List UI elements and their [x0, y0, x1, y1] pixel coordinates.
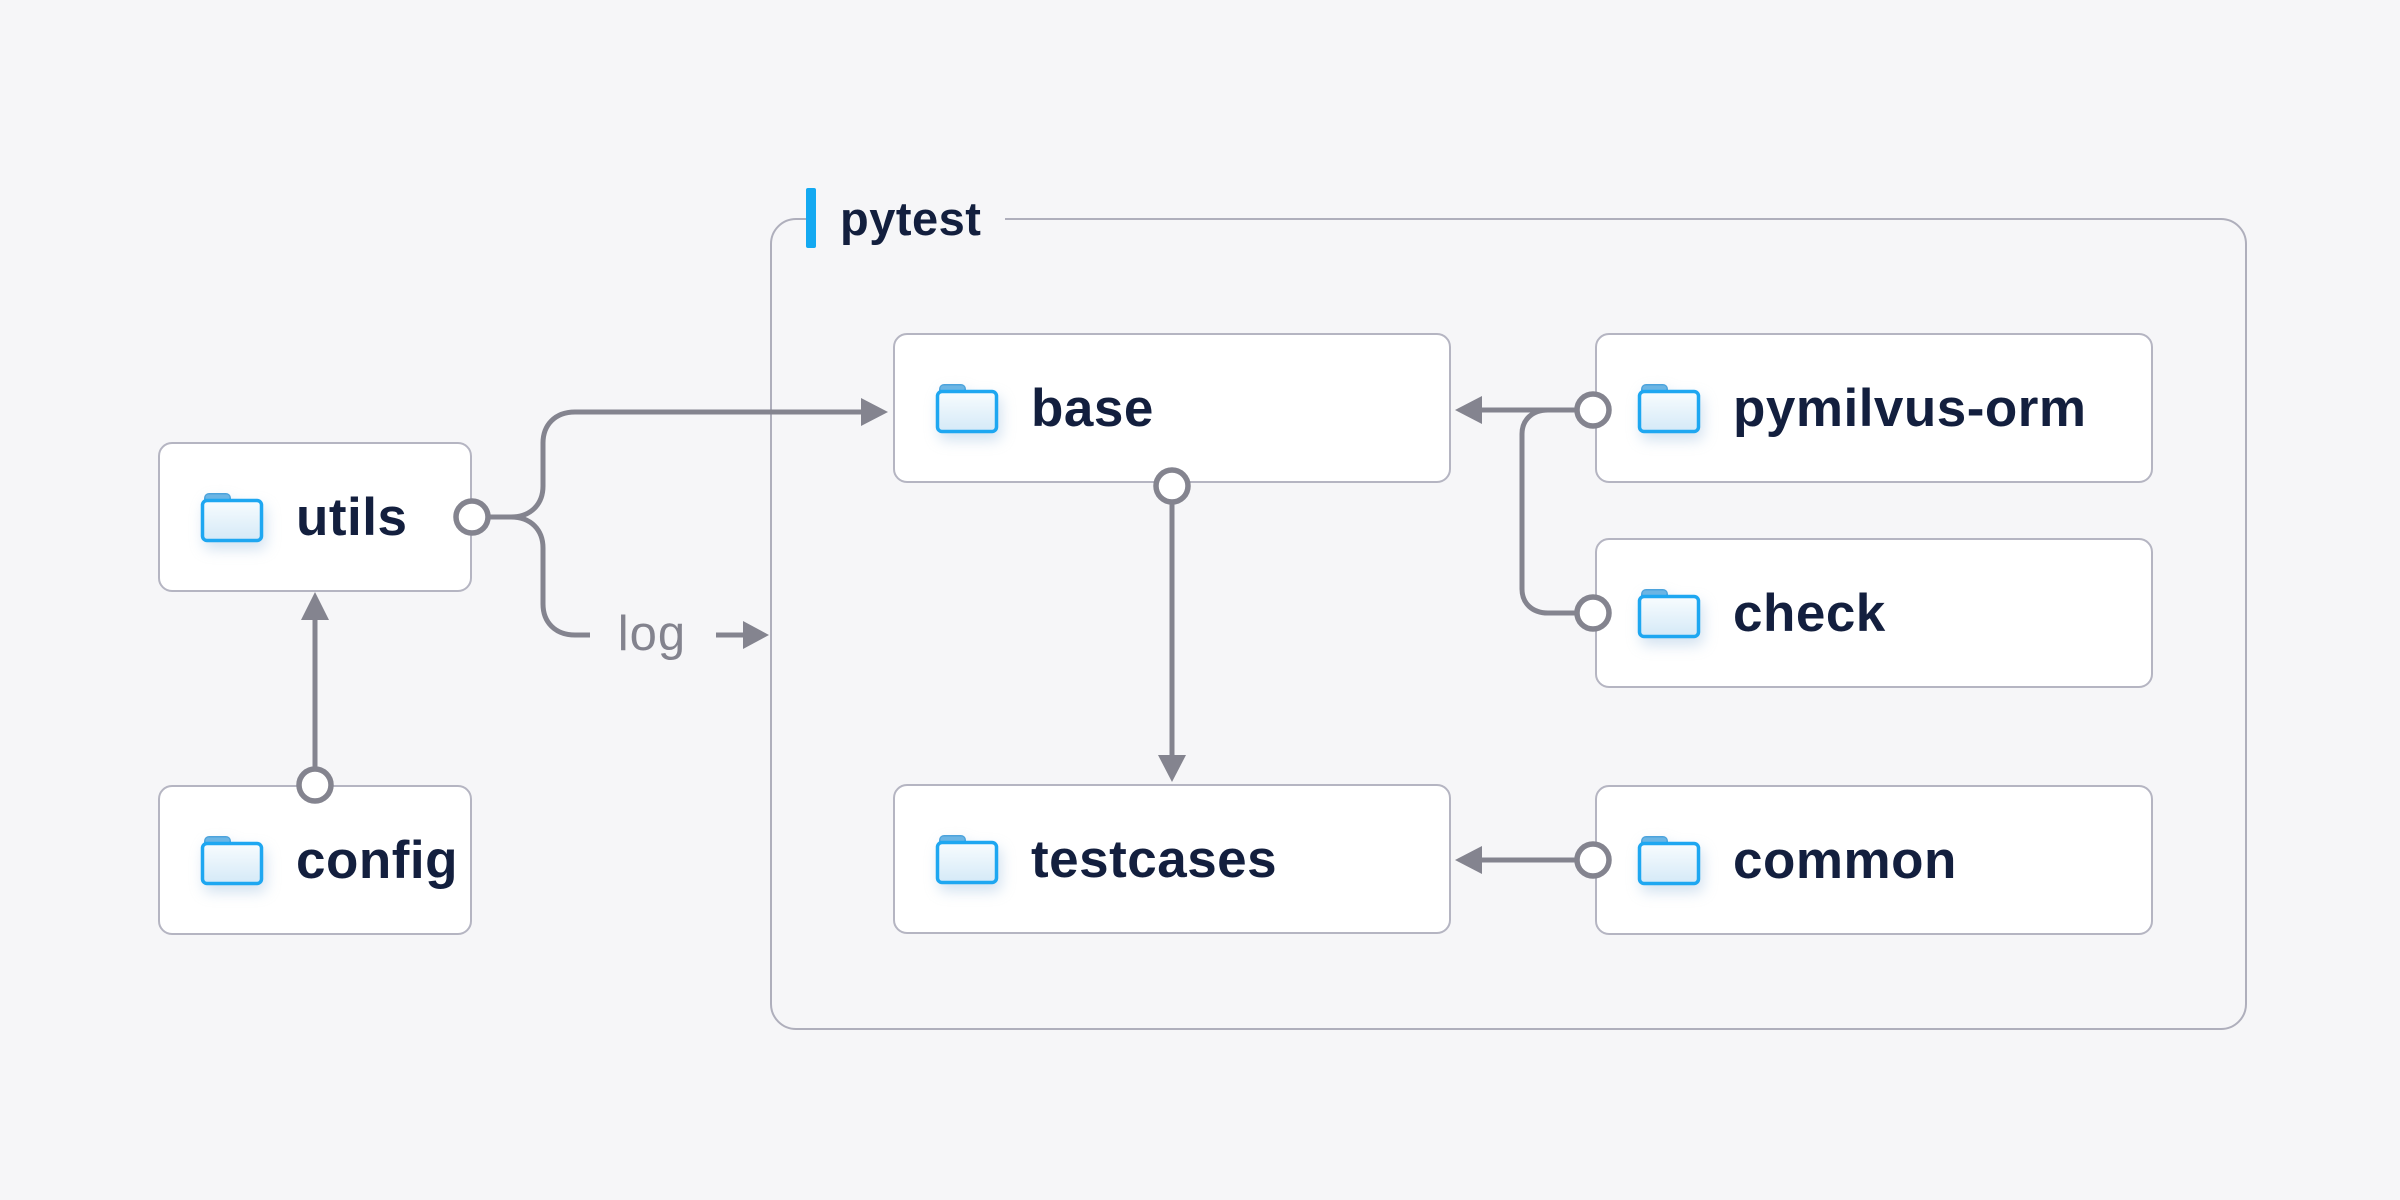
node-base: base [893, 333, 1451, 483]
edge-log-arrow [716, 621, 769, 649]
node-config: config [158, 785, 472, 935]
node-check-label: check [1733, 583, 1886, 643]
node-pymilvus-orm: pymilvus-orm [1595, 333, 2153, 483]
node-utils: utils [158, 442, 472, 592]
node-base-label: base [1031, 378, 1154, 438]
pytest-group-title: pytest [840, 191, 982, 245]
folder-icon [935, 382, 999, 434]
node-config-label: config [296, 830, 458, 890]
folder-icon [1637, 834, 1701, 886]
folder-icon [200, 834, 264, 886]
pytest-group-box [770, 218, 2247, 1030]
pytest-group-label: pytest [806, 186, 1006, 250]
folder-icon [1637, 587, 1701, 639]
folder-icon [1637, 382, 1701, 434]
node-common: common [1595, 785, 2153, 935]
node-testcases-label: testcases [1031, 829, 1278, 889]
node-check: check [1595, 538, 2153, 688]
log-edge-label: log [617, 607, 687, 661]
accent-bar [806, 188, 816, 248]
node-utils-label: utils [296, 487, 408, 547]
node-pymilvus-orm-label: pymilvus-orm [1733, 378, 2087, 438]
folder-icon [200, 491, 264, 543]
node-common-label: common [1733, 830, 1957, 890]
edge-config-to-utils [296, 592, 334, 804]
node-testcases: testcases [893, 784, 1451, 934]
folder-icon [935, 833, 999, 885]
